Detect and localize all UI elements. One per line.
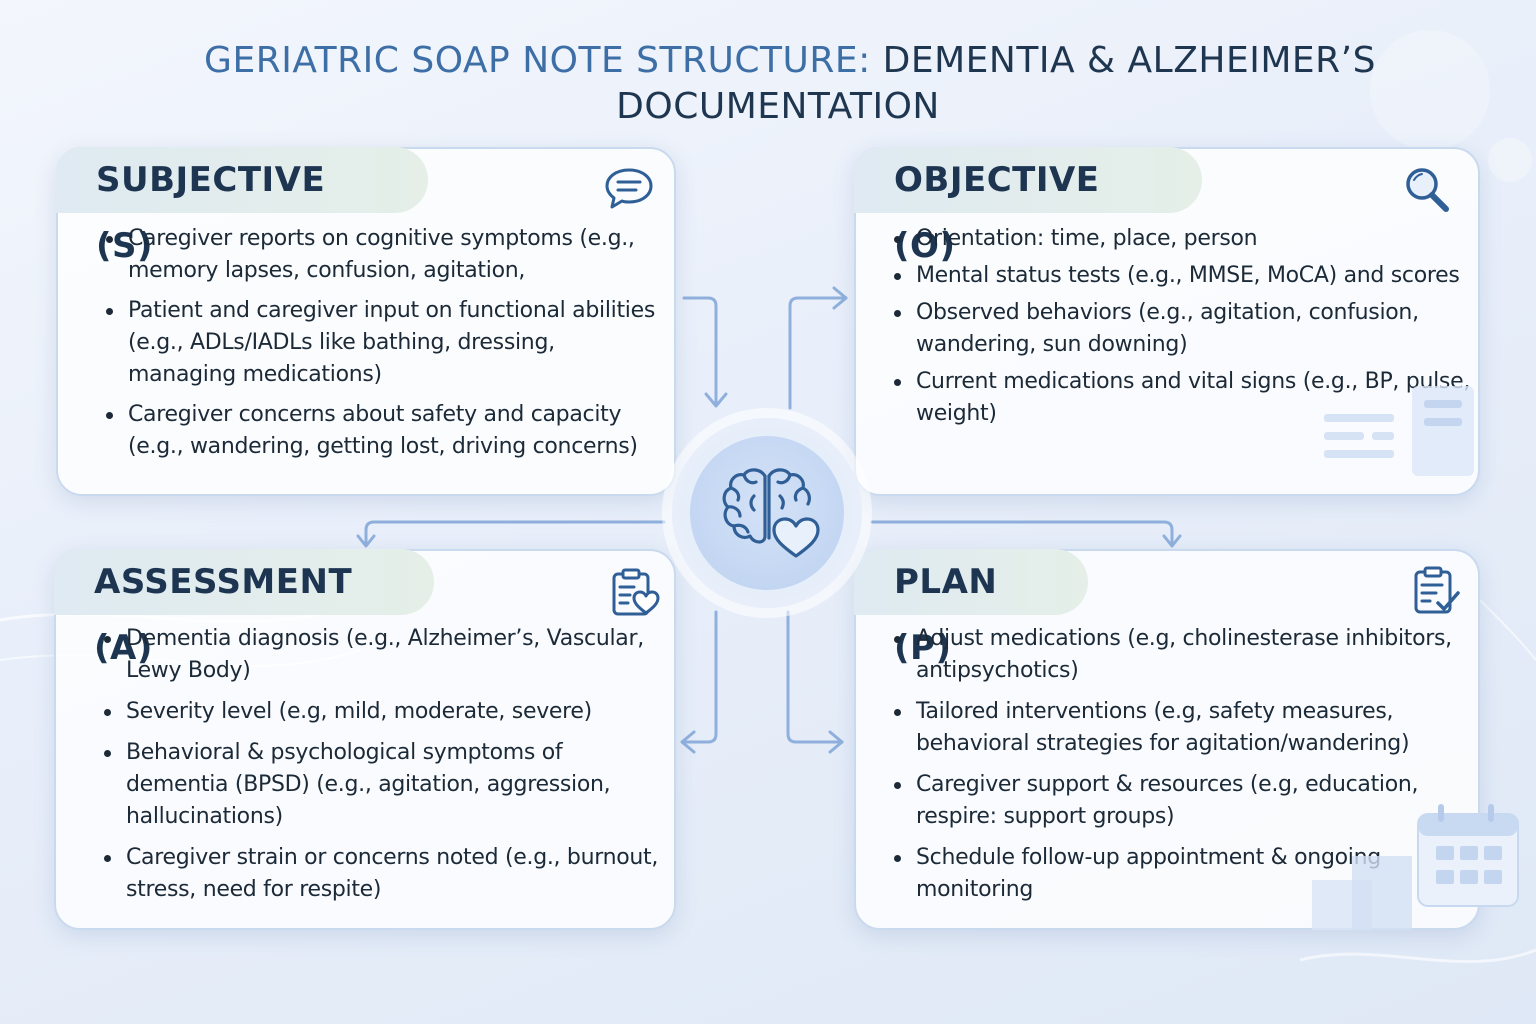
brain-heart-icon [722,468,820,558]
list-item: Caregiver reports on cognitive symptoms … [104,223,664,287]
magnifier-icon [1406,168,1449,212]
list-item: Adjust medications (e.g, cholinesterase … [892,623,1472,687]
clipboard-heart-icon [612,568,660,616]
subjective-list: Caregiver reports on cognitive symptoms … [104,223,664,471]
title-main: DEMENTIA & ALZHEIMER’S [870,40,1376,81]
speech-bubble-icon [605,168,653,209]
title-line2: DOCUMENTATION [616,86,940,127]
list-item: Caregiver concerns about safety and capa… [104,399,664,463]
arrow-hub-to-assessment [682,610,718,744]
assessment-heading: ASSESSMENT (A) [54,549,434,668]
plan-list: Adjust medications (e.g, cholinesterase … [892,623,1472,915]
list-item: Patient and caregiver input on functiona… [104,295,664,391]
list-item: Observed behaviors (e.g., agitation, con… [892,297,1472,361]
clipboard-check-icon [1414,566,1460,614]
list-item: Behavioral & psychological symptoms of d… [102,737,662,833]
arrow-to-plan [870,520,1174,546]
objective-heading: OBJECTIVE (O) [854,147,1202,266]
list-item: Current medications and vital signs (e.g… [892,366,1472,430]
list-item: Mental status tests (e.g., MMSE, MoCA) a… [892,260,1472,292]
hub-inner-circle [690,436,844,590]
assessment-card: ASSESSMENT (A) Dementia diagnosis (e.g.,… [54,549,676,930]
plan-heading: PLAN (P) [854,549,1088,668]
arrow-hub-to-objective [788,296,848,410]
central-hub [672,418,862,608]
document-decoration-icon [1324,386,1474,476]
list-item: Dementia diagnosis (e.g., Alzheimer’s, V… [102,623,662,687]
list-item: Tailored interventions (e.g, safety meas… [892,696,1472,760]
list-item: Schedule follow-up appointment & ongoing… [892,842,1472,906]
calendar-decoration-icon [1312,804,1519,930]
subjective-card: SUBJECTIVE (S) Caregiver reports on cogn… [56,147,676,496]
list-item: Severity level (e.g, mild, moderate, sev… [102,696,662,728]
list-item: Orientation: time, place, person [892,223,1472,255]
subjective-heading: SUBJECTIVE (S) [56,147,428,266]
list-item: Caregiver support & resources (e.g, educ… [892,769,1472,833]
arrow-to-assessment [364,520,666,546]
assessment-list: Dementia diagnosis (e.g., Alzheimer’s, V… [102,623,662,915]
arrow-hub-to-plan [786,610,844,744]
page-title: GERIATRIC SOAP NOTE STRUCTURE: DEMENTIA … [0,38,1536,130]
list-item: Caregiver strain or concerns noted (e.g.… [102,842,662,906]
objective-list: Orientation: time, place, person Mental … [892,223,1472,435]
arrow-subjective-to-hub [682,296,718,406]
title-accent: GERIATRIC SOAP NOTE STRUCTURE: [204,40,871,81]
